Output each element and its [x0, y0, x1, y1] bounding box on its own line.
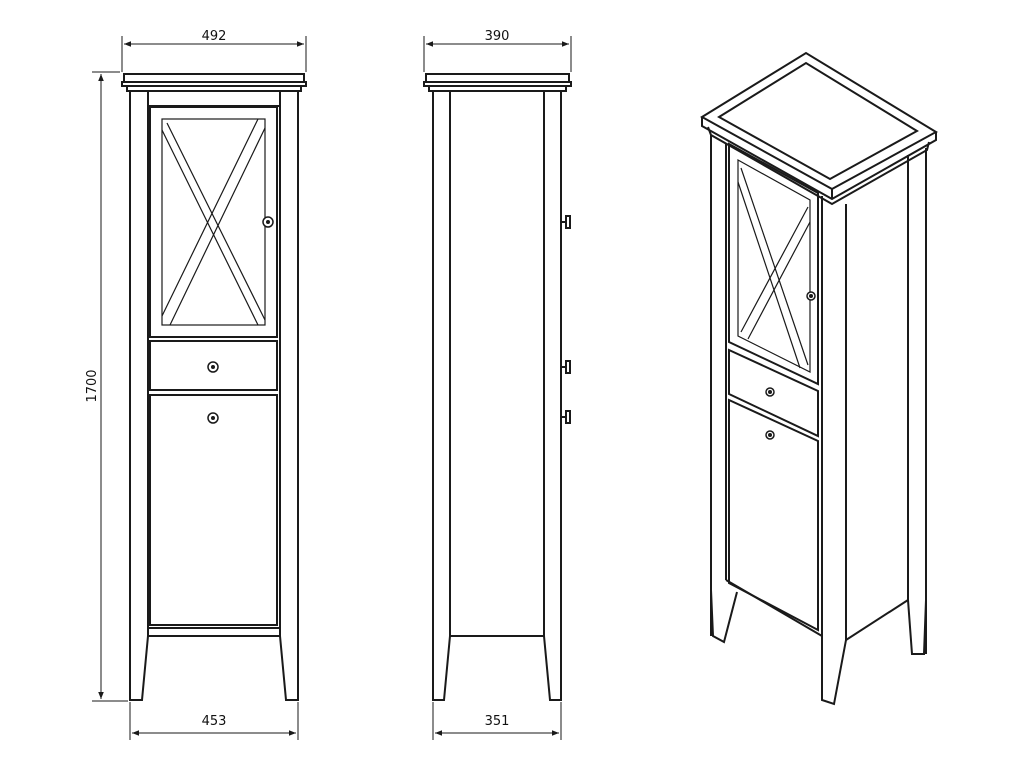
side-crown: [423, 73, 572, 92]
iso-crown: [700, 51, 938, 206]
isometric-view: [700, 51, 938, 706]
iso-legs: [710, 589, 927, 706]
iso-lower-door: [728, 398, 819, 632]
dim-label-height: 1700: [85, 369, 100, 402]
dimension-side-bottom: 351: [432, 702, 562, 740]
side-body: [432, 91, 562, 637]
front-crown: [121, 73, 307, 92]
front-drawer: [149, 340, 278, 391]
iso-body: [710, 135, 927, 654]
dim-label-side-bottom: 351: [485, 714, 510, 729]
front-glass-door: [149, 106, 278, 338]
dim-label-front-bottom: 453: [202, 714, 227, 729]
front-lower-door: [149, 394, 278, 626]
dimension-front-top: 492: [121, 29, 307, 72]
dimension-side-top: 390: [423, 29, 572, 72]
front-legs: [129, 635, 299, 701]
iso-drawer: [728, 348, 819, 438]
side-legs: [432, 635, 562, 701]
dimension-height: 1700: [85, 71, 128, 702]
side-view: [423, 73, 572, 701]
dimension-front-bottom: 453: [129, 702, 299, 740]
front-view: [121, 73, 307, 701]
dim-label-side-top: 390: [485, 29, 510, 44]
side-knobs: [561, 215, 571, 424]
dim-label-front-top: 492: [202, 29, 227, 44]
iso-glass-door: [728, 142, 819, 386]
